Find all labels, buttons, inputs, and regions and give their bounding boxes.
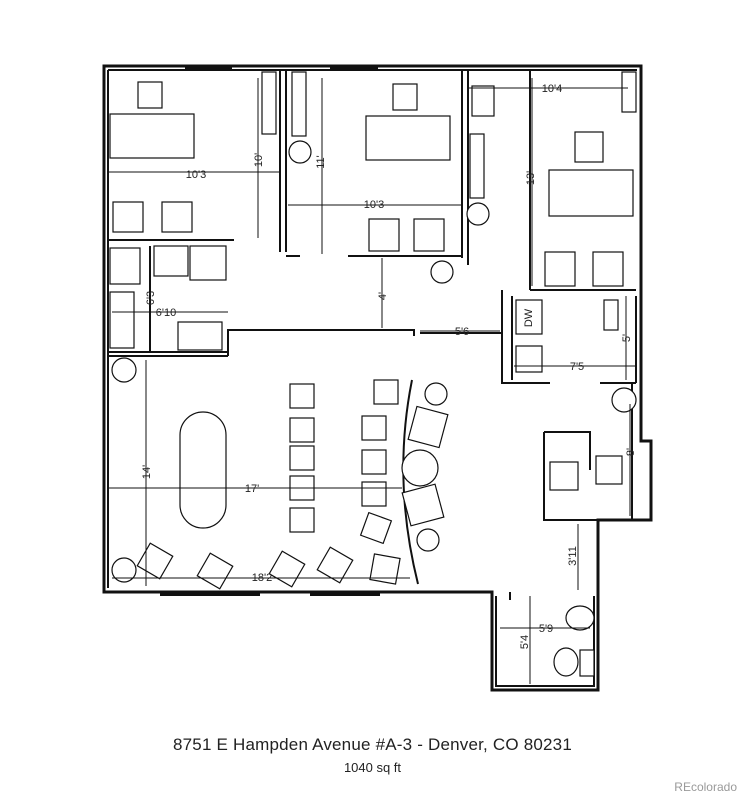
desk (365, 115, 451, 161)
chair (316, 546, 354, 584)
chair (359, 511, 393, 545)
kitchen-wall (107, 246, 415, 353)
chair (136, 542, 174, 580)
chair (361, 449, 387, 475)
square-footage: 1040 sq ft (343, 760, 402, 775)
watermark: REcolorado (674, 780, 737, 794)
dimension-label: 10'3 (186, 169, 206, 181)
chair (289, 417, 315, 443)
plant (611, 387, 637, 413)
chair (289, 445, 315, 471)
dimension-label: 10'4 (542, 83, 562, 95)
dimension-label: 13' (525, 171, 537, 185)
plant (111, 357, 137, 383)
dimension-label: 5'4 (519, 635, 531, 649)
listing-address: 8751 E Hampden Avenue #A-3 - Denver, CO … (173, 735, 572, 754)
side-table (401, 449, 439, 487)
chair (368, 218, 400, 252)
dimension-label: 17' (245, 483, 259, 495)
bookshelf (469, 133, 485, 199)
chair (361, 481, 387, 507)
chair (369, 553, 401, 585)
dimension-label: 6'10 (156, 307, 176, 319)
chair (471, 85, 495, 117)
dimension-label: 6'3 (145, 291, 157, 305)
chair (574, 131, 604, 163)
dimension-label: 3'11 (567, 546, 579, 566)
reception-counter (549, 461, 579, 491)
chair (289, 507, 315, 533)
office-wall (279, 70, 531, 290)
shelf (603, 299, 619, 331)
plant (111, 557, 137, 583)
dimension-label: 14' (141, 465, 153, 479)
chair (196, 552, 234, 590)
lounge-chair (401, 483, 445, 527)
toilet-tank (579, 649, 595, 677)
refrigerator (109, 247, 141, 285)
dimension-label: 7'5 (570, 361, 584, 373)
chair (268, 550, 306, 588)
toilet (553, 647, 579, 677)
dishwasher (515, 299, 543, 335)
corridor-wall (108, 332, 502, 357)
chair (392, 83, 418, 111)
plant (430, 260, 454, 284)
dimension-label: 10'3 (364, 199, 384, 211)
bathroom-sink (565, 605, 595, 631)
desk (109, 113, 195, 159)
chair (592, 251, 624, 287)
stove (153, 245, 189, 277)
chair (595, 455, 623, 485)
sink (515, 345, 543, 373)
counter (177, 321, 223, 351)
dimension-label: 11' (315, 155, 327, 169)
bookshelf (261, 71, 277, 135)
chair (373, 379, 399, 405)
desk (548, 169, 634, 217)
dishwasher-label: DW (523, 308, 535, 327)
plant (416, 528, 440, 552)
chair (544, 251, 576, 287)
dimension-label: 5' (621, 334, 633, 342)
dimension-label: 10' (253, 153, 265, 167)
bookshelf (621, 71, 637, 113)
dimension-label: 5'9 (539, 623, 553, 635)
chair (161, 201, 193, 233)
dimension-label: 4' (377, 292, 389, 300)
dimension-label: 18'2 (252, 572, 272, 584)
plant (466, 202, 490, 226)
utility-wall (501, 290, 637, 384)
office-wall (108, 239, 636, 291)
chair (289, 383, 315, 409)
chair (112, 201, 144, 233)
chair (137, 81, 163, 109)
chair (361, 415, 387, 441)
bookshelf (291, 71, 307, 137)
sink (189, 245, 227, 281)
lounge-chair (407, 405, 449, 449)
cabinet (109, 291, 135, 349)
plant (424, 382, 448, 406)
conference-table (179, 411, 227, 529)
plant (288, 140, 312, 164)
dimension-label: 8' (625, 448, 637, 456)
dimension-label: 5'6 (455, 326, 469, 338)
curved-partition (402, 379, 419, 585)
bath-wall (495, 592, 595, 687)
chair (413, 218, 445, 252)
